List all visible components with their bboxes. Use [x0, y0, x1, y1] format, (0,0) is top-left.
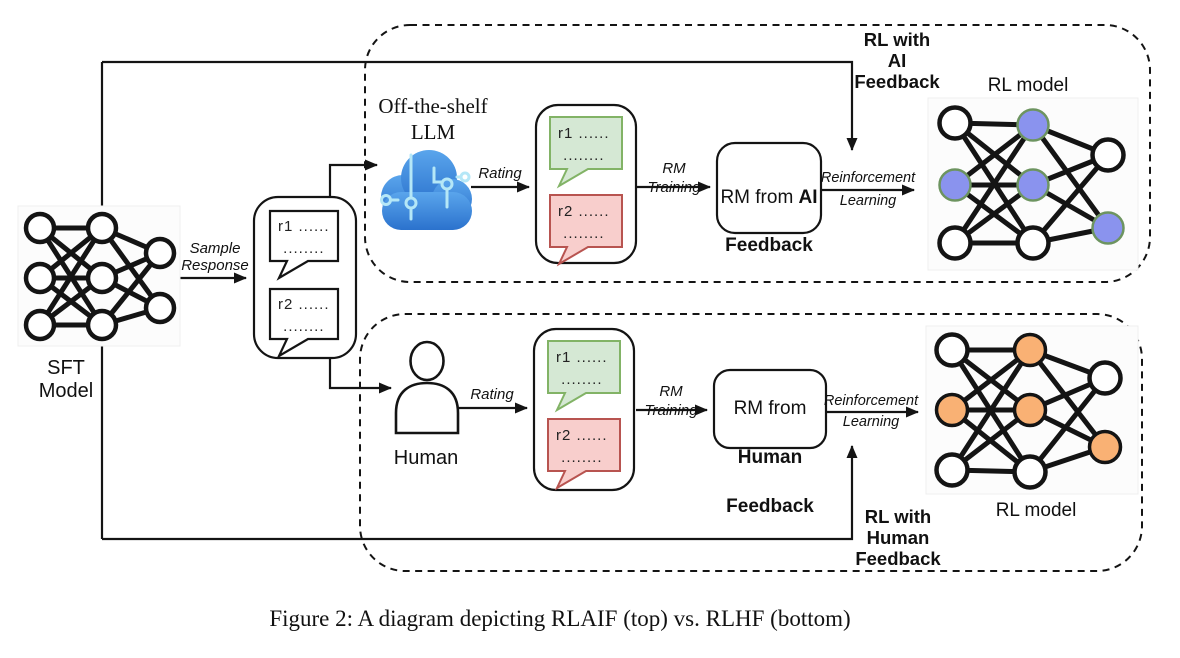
network-node	[85, 308, 119, 342]
sample-response-label: Sample Response	[181, 240, 249, 274]
reinforcement-top-label: Reinforcement Learning	[820, 170, 916, 209]
branch-to-llm-arrow	[328, 159, 378, 198]
speech-bubble-r2-red	[547, 418, 621, 491]
rl-model-network-bottom	[925, 325, 1139, 495]
network-node	[937, 225, 973, 261]
rl-with-human-feedback-label: RL with Human Feedback	[855, 506, 941, 569]
rm-human-box	[712, 368, 828, 450]
rm-human-box-label: RM from Human Feedback	[726, 397, 814, 517]
rated-r2-top-text: r2 ...... ........	[558, 203, 610, 242]
network-node	[937, 105, 973, 141]
network-node	[1016, 108, 1050, 142]
rl-model-top-label: RL model	[987, 75, 1069, 96]
network-node	[23, 308, 57, 342]
rm-ai-box-label: RM from AI Feedback	[720, 187, 818, 256]
network-node	[938, 168, 972, 202]
response-r1-text: r1 ...... ........	[278, 218, 330, 257]
llm-label: Off-the-shelf LLM	[378, 94, 488, 144]
rating-top-label: Rating	[478, 165, 522, 182]
network-node	[1090, 137, 1126, 173]
network-node	[934, 452, 970, 488]
rl-ai-feedback-arrow	[102, 60, 858, 151]
llm-cloud-icon	[380, 150, 472, 230]
rm-training-top-label: RM Training	[647, 160, 701, 196]
rated-r1-top-text: r1 ...... ........	[558, 125, 610, 164]
rated-r2-bottom-text: r2 ...... ........	[556, 427, 608, 466]
rm-ai-box	[715, 141, 823, 235]
network-edge	[952, 123, 1036, 245]
sft-model-network	[17, 205, 181, 347]
speech-bubble-r2	[268, 287, 340, 359]
network-node	[143, 291, 177, 325]
network-node	[143, 236, 177, 270]
network-node	[23, 211, 57, 245]
network-edge	[1030, 123, 1111, 230]
sft-model-label: SFT Model	[38, 357, 94, 402]
network-edge	[37, 226, 105, 327]
rl-human-feedback-arrow	[102, 445, 858, 541]
rl-with-ai-feedback-label: RL with AI Feedback	[854, 29, 940, 92]
branch-to-human-arrow	[328, 357, 392, 394]
rl-model-network-top	[927, 97, 1139, 271]
rating-bottom-label: Rating	[470, 386, 514, 403]
network-node	[934, 392, 970, 428]
network-node	[1012, 454, 1048, 490]
network-node	[1091, 211, 1125, 245]
human-label: Human	[393, 447, 459, 469]
network-node	[934, 332, 970, 368]
network-node	[85, 211, 119, 245]
network-node	[1087, 360, 1123, 396]
speech-bubble-r2-red	[549, 194, 623, 267]
network-node	[1016, 168, 1050, 202]
response-r2-text: r2 ...... ........	[278, 296, 330, 335]
speech-bubble-r1-green	[549, 116, 623, 189]
rl-model-bottom-label: RL model	[995, 500, 1077, 521]
network-node	[1087, 429, 1123, 465]
network-node	[85, 261, 119, 295]
network-node	[1012, 392, 1048, 428]
rated-r1-bottom-text: r1 ...... ........	[556, 349, 608, 388]
network-node	[23, 261, 57, 295]
speech-bubble-r1	[268, 209, 340, 281]
network-edge	[949, 348, 1033, 472]
reinforcement-bottom-label: Reinforcement Learning	[823, 393, 919, 430]
network-edge	[1028, 376, 1107, 474]
network-edge	[1031, 153, 1110, 245]
network-node	[1012, 332, 1048, 368]
figure-caption: Figure 2: A diagram depicting RLAIF (top…	[269, 606, 851, 631]
rlaif-group-box	[364, 24, 1151, 283]
network-edge	[1028, 348, 1107, 449]
network-node	[1015, 225, 1051, 261]
rm-training-bottom-label: RM Training	[644, 383, 698, 419]
human-icon	[394, 340, 460, 435]
speech-bubble-r1-green	[547, 340, 621, 413]
